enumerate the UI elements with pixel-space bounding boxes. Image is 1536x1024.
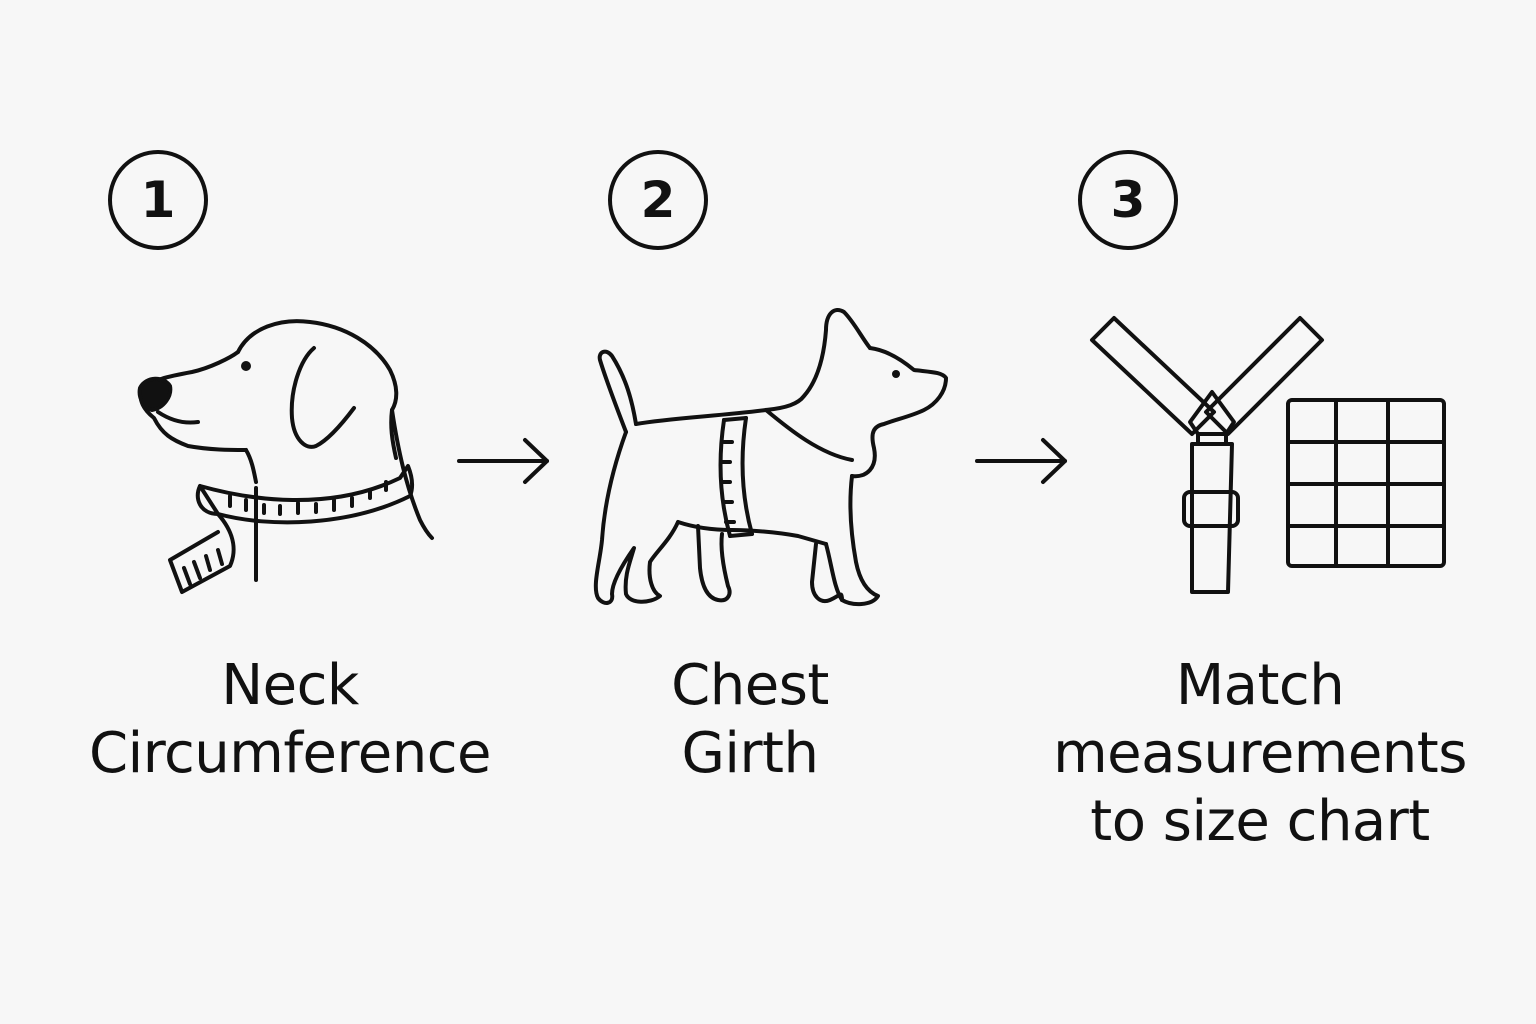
step-3-number-circle: 3 [1078, 150, 1178, 250]
step-3-label-line-1: Match [1175, 653, 1345, 718]
step-1-label: Neck Circumference [60, 652, 520, 788]
step-3-number: 3 [1110, 171, 1146, 229]
step-1-number: 1 [140, 171, 176, 229]
step-2-number-circle: 2 [608, 150, 708, 250]
step-3-label: Match measurements to size chart [1020, 652, 1500, 856]
step-1-number-circle: 1 [108, 150, 208, 250]
harness-and-size-chart-icon [1086, 312, 1456, 602]
step-1-label-line-2: Circumference [89, 721, 491, 786]
dog-head-with-tape-icon [130, 300, 450, 600]
arrow-right-icon [455, 436, 555, 490]
arrow-right-icon [973, 436, 1073, 490]
step-1-label-line-1: Neck [221, 653, 359, 718]
dog-body-with-tape-icon [590, 300, 960, 620]
step-2-number: 2 [640, 171, 676, 229]
step-3-label-line-3: to size chart [1090, 789, 1430, 854]
step-2-label: Chest Girth [540, 652, 960, 788]
step-2-label-line-1: Chest [671, 653, 829, 718]
step-3-label-line-2: measurements [1053, 721, 1467, 786]
step-2-label-line-2: Girth [681, 721, 819, 786]
